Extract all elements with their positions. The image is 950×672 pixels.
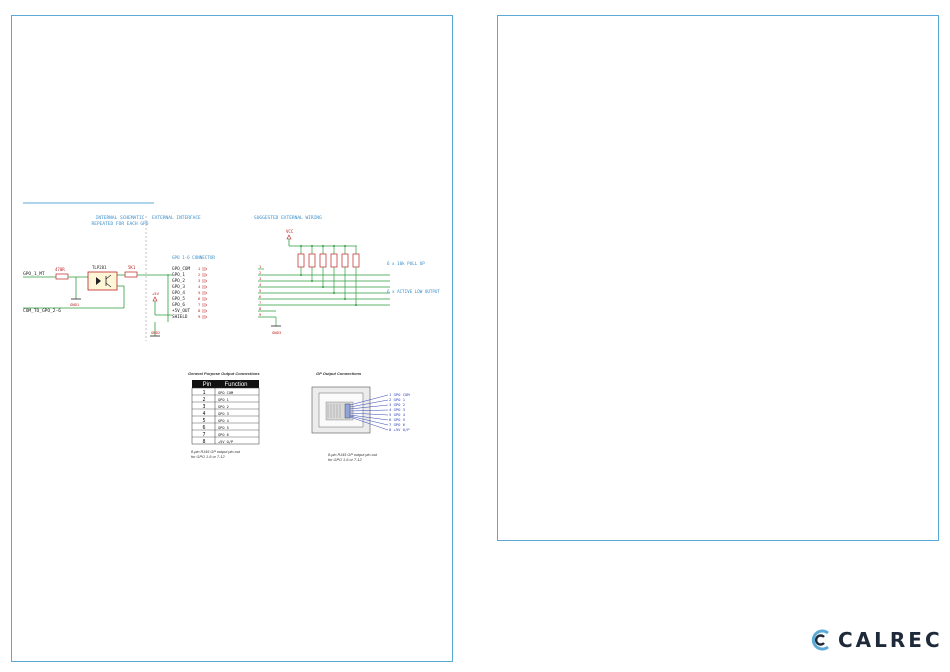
connector-number: 9 [198,314,201,319]
connector-number: 7 [198,302,200,307]
rj45-pin-label: 4 GPO 3 [389,407,405,412]
rj45-pin-label: 5 GPO 4 [389,412,406,417]
connector-title: GPO 1-6 CONNECTOR [172,255,215,260]
internal-schematic-subheading: REPEATED FOR EACH GPO [92,221,149,227]
connector-number: 8 [198,308,201,313]
left-page-panel: INTERNAL SCHEMATIC REPEATED FOR EACH GPO… [11,15,453,662]
optocoupler-label: TLP281 [92,265,107,270]
input-resistor [55,273,69,280]
pin-number: 7 [202,432,205,438]
output-resistor [124,271,138,278]
pin-table: Pin Function 1 2 3 4 5 6 7 8 GPO COM [191,380,260,445]
rj45-pin-label: 2 GPO 1 [389,397,406,402]
gnd-right-label: GND3 [272,330,281,335]
connector-pin: GPO_4 [172,290,185,296]
rj45-pin-label: 6 GPO 5 [389,417,405,422]
pull-up-resistors [297,246,360,305]
connector-number-list: 1 2 3 4 5 6 7 8 9 [198,266,201,319]
connector-pin: GPO_1 [172,272,185,278]
calrec-logo: CALREC [808,627,940,653]
function-column-header: Function [224,382,247,388]
rj45-pin-label: 7 GPO 6 [389,422,406,427]
ext-number: 2 [259,270,261,275]
pin-table-caption-2: for GPO 1-6 or 7-12 [191,455,225,459]
suggested-wiring-heading: SUGGESTED EXTERNAL WIRING [254,215,322,221]
rj45-pin-label: 8 +5V O/P [389,427,410,432]
connector-number: 2 [198,272,200,277]
plus5v-label: +5V [152,291,160,296]
pin-number: 2 [202,397,205,403]
connector-pin: GPO_2 [172,278,185,284]
gpo-schematic-figure: INTERNAL SCHEMATIC REPEATED FOR EACH GPO… [23,202,440,462]
connector-pin: GPO_3 [172,284,185,290]
pin-function: GPO 5 [218,426,229,430]
ext-number: 6 [259,294,262,299]
pin-number: 8 [202,439,205,445]
gnd-left-label: GND1 [70,302,80,307]
com-label: COM_TO_GPO_2-6 [23,308,61,314]
output-resistor-value: 5K1 [128,265,136,270]
pin-function: GPO 2 [218,405,229,409]
input-resistor-value: 470R [55,267,65,272]
ext-number: 7 [259,300,261,305]
gpo-input-label: GPO_1_MT [23,271,45,277]
led-symbol [96,277,101,285]
pin-function: GPO COM [218,391,234,395]
pin-table-caption: 8-pin RJ45 GP output pin-out [191,450,241,454]
ext-number: 8 [259,306,262,311]
pull-up-note: 6 x 10k PULL UP [387,261,425,266]
pin-function: GPO 3 [218,412,229,416]
rj45-title: GP Output Connections [316,371,362,376]
connector-number: 6 [198,296,201,301]
rj45-pin-labels: 1 GPO COM 2 GPO 1 3 GPO 2 4 GPO 3 5 GPO … [389,392,410,432]
connector-number: 5 [198,290,200,295]
connector-pin: GPO_5 [172,296,185,302]
ext-number: 9 [259,312,262,317]
external-number-list: 1 2 3 4 5 6 7 8 9 [259,264,262,317]
calrec-wordmark: CALREC [838,628,943,652]
pin-number: 4 [202,411,205,417]
pin-number: 3 [202,404,205,410]
pin-number: 5 [202,418,205,424]
ext-number: 1 [259,264,262,269]
connector-number: 4 [198,284,201,289]
ext-number: 4 [259,282,262,287]
rj45-pin-label: 3 GPO 2 [389,402,405,407]
connector-pin: +5V_OUT [172,308,191,314]
internal-schematic-heading: INTERNAL SCHEMATIC [96,215,145,221]
ext-number: 5 [259,288,261,293]
rj45-caption-2: for GPO 1-6 or 7-12 [328,458,362,462]
pin-function: GPO 1 [218,398,229,402]
pin-number: 1 [202,390,205,396]
active-low-note: 6 x ACTIVE LOW OUTPUT [387,289,440,294]
connector-pin-list: GPO_COM GPO_1 GPO_2 GPO_3 GPO_4 GPO_5 GP… [172,266,191,320]
rj45-socket-drawing [311,386,389,434]
pin-column-header: Pin [203,382,212,388]
vcc-label: VCC [286,229,294,234]
pin-number: 6 [202,425,205,431]
connector-number: 1 [198,266,201,271]
connector-pin: GPO_6 [172,302,185,308]
ext-number: 3 [259,276,261,281]
optocoupler-block [87,271,118,291]
connector-pin: SHIELD [172,314,188,320]
rj45-pin-label: 1 GPO COM [389,392,410,397]
external-interface-heading: EXTERNAL INTERFACE [152,215,201,221]
calrec-logo-mark-icon [811,629,829,651]
pin-function: GPO 4 [218,419,229,423]
gnd-mid-label: GND2 [151,330,160,335]
connector-number: 3 [198,278,200,283]
right-page-panel [497,15,939,541]
pin-table-title: General Purpose Output Connections [188,371,260,376]
pin-function: +5V O/P [218,440,233,444]
rj45-caption: 8-pin RJ45 GP output pin-out [328,453,378,457]
pin-function: GPO 6 [218,433,229,437]
connector-pin: GPO_COM [172,266,191,272]
